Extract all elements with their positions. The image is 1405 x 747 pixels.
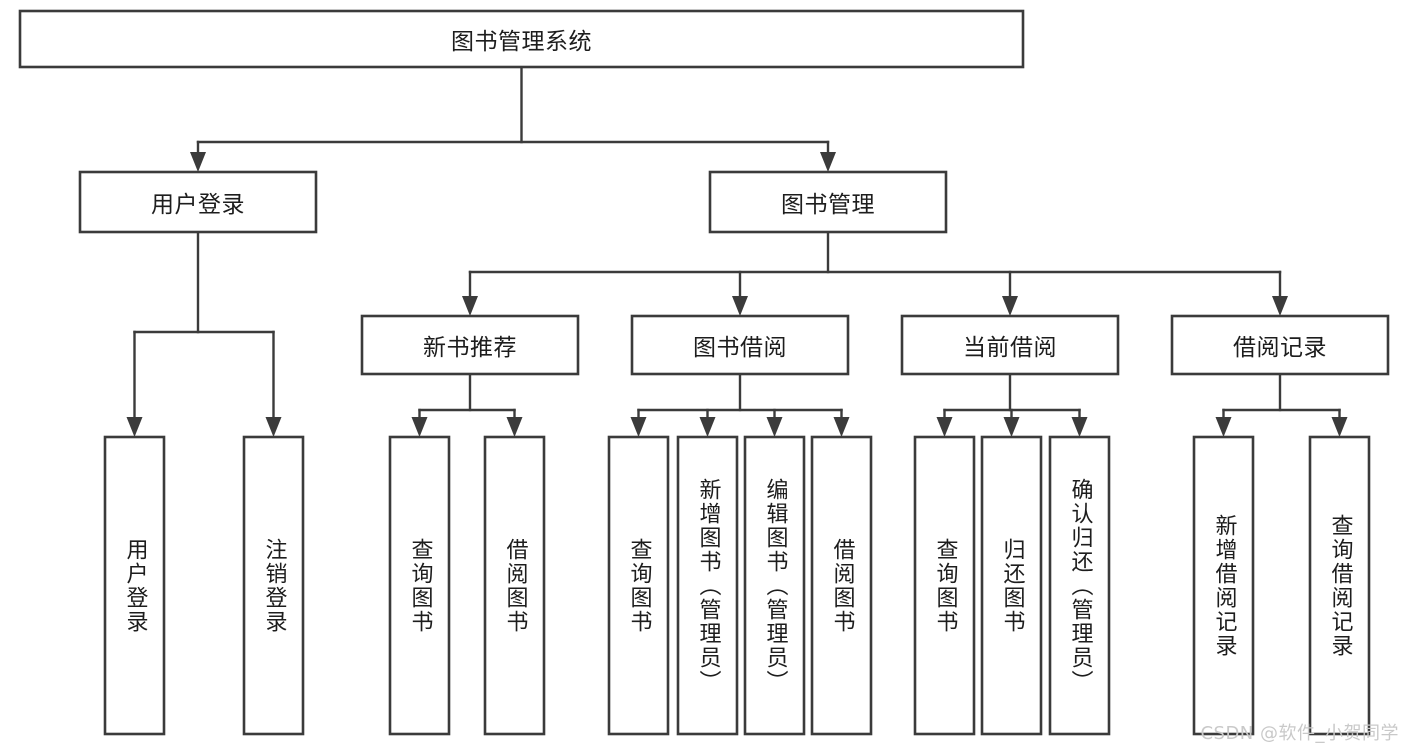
node-box-new-book-recommend[interactable] <box>360 314 580 376</box>
arrow-head-icon <box>766 417 783 437</box>
node-box-book-borrow[interactable] <box>630 314 850 376</box>
arrow-head-icon <box>1215 417 1232 437</box>
arrow-head-icon <box>1003 417 1020 437</box>
node-box-leaf-add-book-admin[interactable] <box>676 435 739 736</box>
node-box-leaf-add-borrow-record[interactable] <box>1192 435 1255 736</box>
node-box-leaf-confirm-return-admin[interactable] <box>1048 435 1111 736</box>
node-box-current-borrow[interactable] <box>900 314 1120 376</box>
arrow-head-icon <box>936 417 953 437</box>
node-box-leaf-borrow-book-rec[interactable] <box>483 435 546 736</box>
arrow-head-icon <box>1331 417 1348 437</box>
node-box-root[interactable] <box>18 9 1025 69</box>
connectors-layer <box>126 65 1348 437</box>
node-box-leaf-query-book-borrow[interactable] <box>607 435 670 736</box>
arrow-head-icon <box>1071 417 1088 437</box>
node-box-leaf-user-login[interactable] <box>103 435 166 736</box>
node-box-leaf-query-book-cur[interactable] <box>913 435 976 736</box>
arrow-head-icon <box>630 417 647 437</box>
node-box-leaf-user-logout[interactable] <box>242 435 305 736</box>
arrow-head-icon <box>820 152 836 172</box>
arrow-head-icon <box>265 417 282 437</box>
arrow-head-icon <box>1002 296 1018 316</box>
boxes-layer <box>18 9 1390 736</box>
arrow-head-icon <box>1272 296 1288 316</box>
arrow-head-icon <box>190 152 206 172</box>
node-box-book-manage[interactable] <box>708 170 948 234</box>
arrow-head-icon <box>833 417 850 437</box>
arrow-head-icon <box>699 417 716 437</box>
node-box-leaf-query-borrow-record[interactable] <box>1308 435 1371 736</box>
arrow-head-icon <box>126 417 143 437</box>
node-box-leaf-borrow-book[interactable] <box>810 435 873 736</box>
arrow-head-icon <box>506 417 523 437</box>
arrow-head-icon <box>462 296 478 316</box>
arrow-head-icon <box>411 417 428 437</box>
arrow-head-icon <box>732 296 748 316</box>
node-box-borrow-record[interactable] <box>1170 314 1390 376</box>
node-box-user-login[interactable] <box>78 170 318 234</box>
node-box-leaf-return-book[interactable] <box>980 435 1043 736</box>
node-box-leaf-edit-book-admin[interactable] <box>743 435 806 736</box>
node-box-leaf-query-book-rec[interactable] <box>388 435 451 736</box>
